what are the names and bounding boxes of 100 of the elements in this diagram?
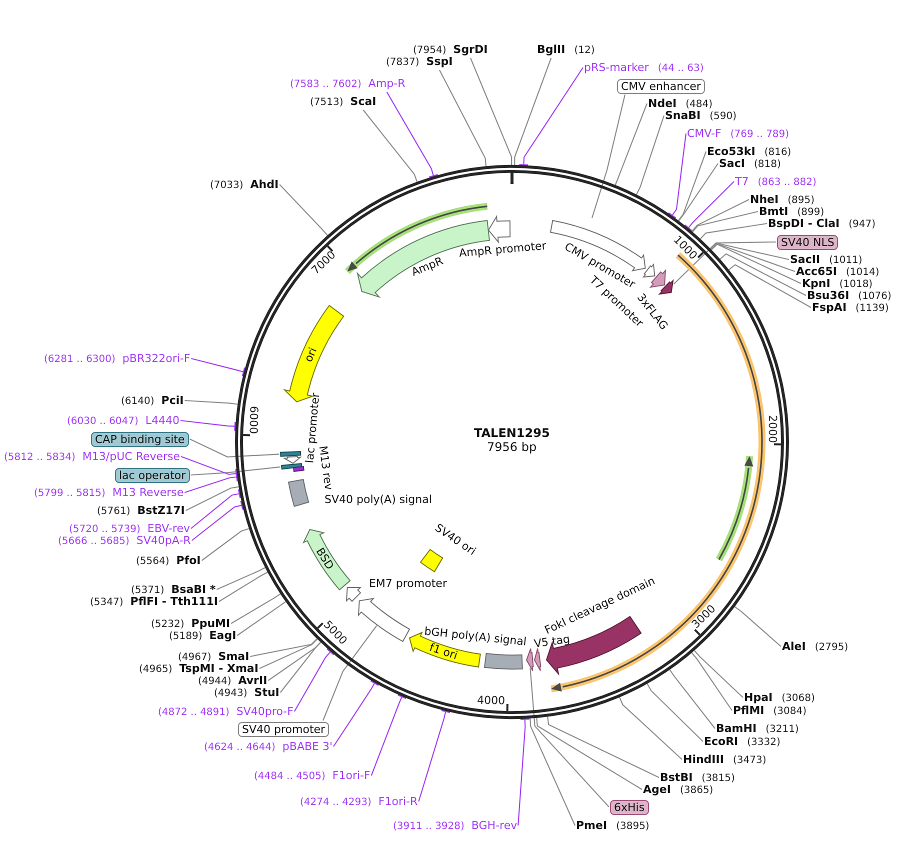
enzyme-name: KpnI: [802, 277, 830, 290]
cut-site-position: (7033): [210, 179, 244, 192]
leader-line: [646, 683, 704, 742]
cut-site-position: (3211): [766, 723, 799, 736]
primer-position: (5720 .. 5739): [69, 523, 140, 536]
cut-site-position: (3473): [732, 754, 766, 767]
leader-line: [186, 486, 239, 511]
enzyme-name: BsaBI *: [171, 583, 216, 596]
primer-name: L4440: [145, 414, 180, 427]
primer-position: (3911 .. 3928): [393, 820, 464, 833]
primer-name: CMV-F: [687, 127, 722, 140]
primer-position: (4872 .. 4891): [158, 706, 230, 719]
leader-line: [619, 697, 682, 760]
primer-position: (7583 .. 7602): [290, 78, 362, 91]
cut-site-position: (3815): [702, 772, 735, 785]
enzyme-name: FspAI: [812, 301, 847, 314]
enzyme-name: SspI: [426, 55, 453, 68]
feature-label: f1 ori: [428, 642, 460, 662]
leader-line: [536, 718, 642, 790]
feature-tag: 6xHis: [610, 800, 649, 814]
leader-line: [322, 625, 378, 721]
primer-position: (6030 .. 6047): [67, 415, 138, 428]
enzyme-name: TspMI - XmaI: [179, 662, 258, 675]
leader-line: [180, 420, 237, 432]
enzyme-name: SgrDI: [453, 43, 488, 56]
primer-position: (5799 .. 5815): [34, 487, 106, 500]
leader-line: [636, 115, 665, 195]
leader-line: [692, 210, 758, 232]
leader-line: [191, 500, 244, 541]
leader-line: [189, 438, 280, 458]
feature-label: SV40 poly(A) signal: [324, 494, 432, 506]
enzyme-name: PciI: [161, 394, 184, 407]
cut-site-position: (3084): [773, 705, 807, 718]
leader-line: [439, 70, 487, 166]
enzyme-name: PmeI: [576, 819, 608, 832]
leader-line: [691, 652, 732, 711]
primer-name: pBABE 3': [282, 740, 332, 753]
primer-position: (4274 .. 4293): [300, 796, 372, 809]
leader-line: [190, 466, 280, 476]
primer-position: (5812 .. 5834): [4, 451, 76, 464]
enzyme-name: PflFI - Tth111I: [130, 595, 218, 608]
primer-position: (4484 .. 4505): [254, 770, 326, 783]
enzyme-name: SmaI: [218, 650, 250, 663]
cut-site-position: (5232): [151, 618, 184, 631]
feature-tag: CAP binding site: [91, 432, 189, 446]
leader-line: [673, 241, 776, 285]
cut-site-position: (7513): [310, 96, 344, 109]
cut-site-position: (818): [754, 158, 781, 171]
enzyme-name: BglII: [537, 43, 566, 56]
leader-line: [470, 58, 512, 165]
scale-label: 2000: [766, 414, 778, 443]
leader-line: [333, 679, 380, 747]
cut-site-position: (484): [686, 98, 713, 110]
leader-line: [514, 58, 552, 166]
enzyme-name: BamHI: [716, 722, 757, 735]
enzyme-name: PfoI: [176, 554, 201, 567]
primer-name: T7: [735, 175, 749, 188]
leader-line: [667, 133, 687, 220]
enzyme-name: SnaBI: [665, 109, 701, 122]
leader-line: [678, 151, 707, 221]
cut-site-position: (816): [764, 146, 792, 159]
scale-label: 6000: [246, 406, 260, 434]
cut-site-position: (7954): [413, 44, 446, 56]
leader-line: [684, 181, 734, 232]
leader-line: [591, 94, 626, 218]
primer-name: Amp-R: [368, 77, 406, 90]
primer-position: (44 .. 63): [658, 62, 704, 75]
cut-site-position: (899): [797, 206, 824, 218]
cut-site-position: (3332): [747, 736, 780, 749]
cut-site-position: (2795): [814, 641, 848, 654]
leader-line: [734, 606, 782, 647]
leader-line: [518, 717, 530, 826]
enzyme-name: BspDI - ClaI: [768, 217, 840, 230]
cut-site-position: (7837): [386, 56, 420, 69]
leader-line: [678, 163, 718, 222]
cut-site-position: (1018): [839, 278, 873, 290]
enzyme-name: StuI: [254, 686, 280, 699]
primer-name: M13 Reverse: [112, 486, 184, 499]
primer-name: EBV-rev: [147, 522, 190, 535]
plasmid-size: 7956 bp: [487, 440, 537, 454]
cut-site-position: (590): [710, 110, 737, 123]
cut-site-position: (3865): [680, 784, 714, 797]
enzyme-name: AhdI: [250, 178, 279, 191]
cut-site-position: (1139): [856, 302, 889, 315]
enzyme-name: AgeI: [643, 783, 671, 796]
leader-line: [518, 67, 584, 167]
leader-line: [669, 669, 716, 729]
primer-name: BGH-rev: [471, 819, 518, 832]
enzyme-name: Acc65I: [796, 265, 837, 278]
cut-site-position: (1076): [858, 290, 892, 303]
cut-site-position: (3895): [616, 820, 650, 833]
leader-line: [694, 650, 744, 698]
leader-line: [216, 567, 266, 590]
cut-site-position: (1014): [846, 266, 880, 279]
leader-line: [201, 528, 250, 561]
feature-tag: SV40 promoter: [238, 722, 330, 736]
cut-site-position: (5761): [97, 505, 130, 518]
leader-line: [250, 638, 318, 658]
primer-position: (6281 .. 6300): [44, 353, 116, 366]
primer-position: (4624 .. 4644): [204, 741, 276, 754]
